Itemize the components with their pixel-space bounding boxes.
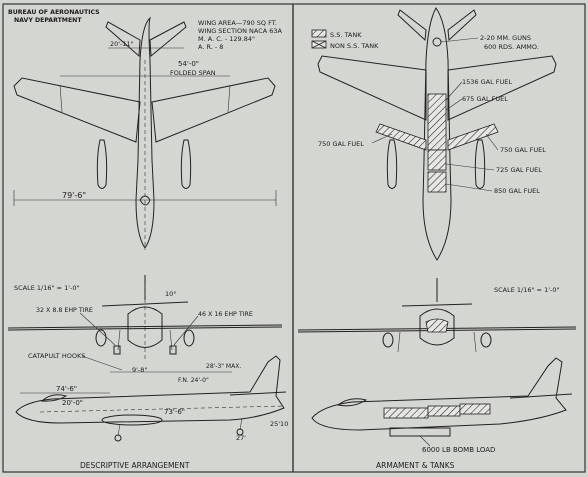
spec-wing-section: WING SECTION NACA 63A [198,27,283,35]
front-view-tanks [297,278,577,353]
caption-descriptive: DESCRIPTIVE ARRANGEMENT [80,461,190,470]
main-tire-label: 32 X 8.8 EHP TIRE [36,307,93,314]
armament-tanks-panel: S.S. TANK NON S.S. TANK 2-20 MM. GUNS 60… [297,7,577,470]
dim-fn: F.N. 24'-0" [178,377,209,384]
spec-mac: M. A. C. - 129.84" [198,35,255,43]
folded-span-label: FOLDED SPAN [170,69,216,77]
fuel-750-left-label: 750 GAL FUEL [318,140,364,148]
dim-25: 25'10 [270,420,288,428]
fuel-750-right-label: 750 GAL FUEL [500,146,546,154]
fuel-725-label: 725 GAL FUEL [496,166,542,174]
bomb-label: 6000 LB BOMB LOAD [422,446,495,454]
legend-ss-label: S.S. TANK [330,31,362,39]
spec-ar: A. R. - 8 [198,43,223,51]
dim-length: 74'-6" [56,385,77,393]
spec-wing-area: WING AREA—790 SQ FT. [198,19,277,27]
catapult-label: CATAPULT HOOKS [28,352,85,360]
fuel-675-label: 675 GAL FUEL [462,95,508,103]
nose-tire-label: 46 X 16 EHP TIRE [198,311,253,318]
dim-73: 73'-6" [164,408,185,416]
dim-folded-span: 54'-0" [178,60,199,68]
dim-span: 79'-6" [62,191,86,200]
caption-armament: ARMAMENT & TANKS [376,461,455,470]
scale-left: SCALE 1/16" = 1'-0" [14,284,79,292]
bureau-label: BUREAU OF AERONAUTICS [8,9,100,16]
plan-view-tanks [317,7,557,261]
dim-27: 27' [236,434,246,442]
dihedral-label: 10° [165,290,177,298]
department-label: NAVY DEPARTMENT [14,17,82,24]
sheet-border [2,3,586,473]
dim-20: 20'-0" [62,399,83,407]
fuel-850-label: 850 GAL FUEL [494,187,540,195]
legend-ss-swatch [311,29,327,38]
descriptive-arrangement-panel: BUREAU OF AERONAUTICS NAVY DEPARTMENT WI… [7,9,288,470]
front-view-aircraft [7,275,283,360]
guns-label: 2-20 MM. GUNS [480,34,531,42]
legend-non-label: NON S.S. TANK [330,42,379,50]
dim-height: 28'-3" MAX. [206,363,241,370]
side-view-aircraft [15,355,287,442]
scale-right: SCALE 1/16" = 1'-0" [494,286,559,294]
dim-track: 9'-8" [132,366,147,374]
dim-top-tail: 20'-11" [110,40,134,48]
ammo-label: 600 RDS. AMMO. [484,43,539,51]
fuel-1536-label: 1536 GAL FUEL [462,78,512,86]
